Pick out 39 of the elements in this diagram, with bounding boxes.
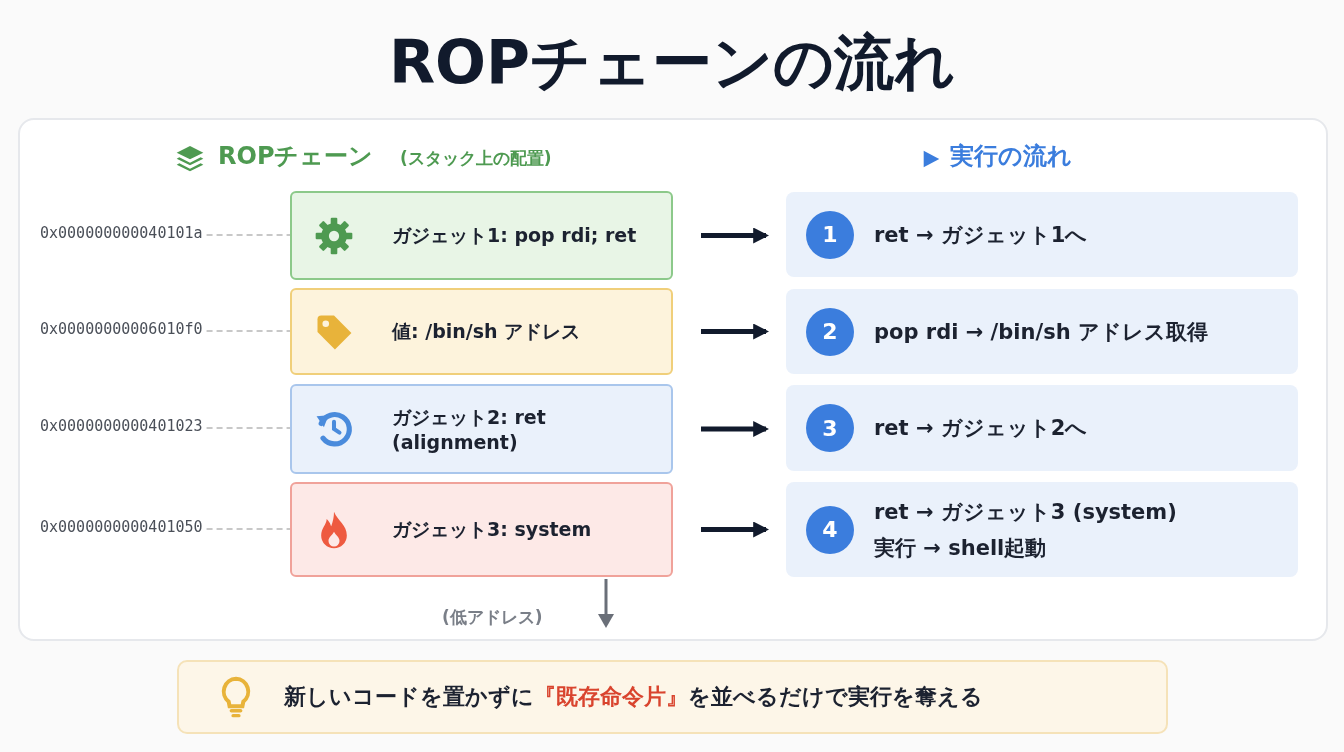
step-label: ret → ガジェット1へ [874, 221, 1088, 249]
column-heading: ROPチェーン [218, 141, 374, 172]
address-label: 0x0000000000401023 [40, 417, 203, 439]
step-box [786, 289, 1298, 374]
title: ROPチェーンの流れ [387, 26, 957, 99]
stack-box [290, 482, 673, 577]
direction-label: (低アドレス) [442, 606, 543, 629]
note-box [177, 660, 1168, 734]
step-number: 2 [806, 307, 854, 356]
dashed-connector [205, 427, 291, 429]
step-box [786, 482, 1298, 577]
box-label: 値: /bin/sh アドレス [392, 318, 581, 344]
address-label: 0x0000000000401050 [40, 518, 203, 540]
step-label: pop rdi → /bin/sh アドレス取得 [874, 318, 1208, 346]
column-subheading: (スタック上の配置) [400, 147, 552, 170]
arrow [701, 421, 770, 437]
address-label: 0x000000000040101a [40, 224, 203, 246]
step-label: ret → ガジェット3 (system) 実行 → shell起動 [874, 498, 1178, 562]
dashed-connector [205, 528, 291, 530]
note-text: 新しいコードを置かずに『既存命令片』を並べるだけで実行を奪える [284, 683, 983, 711]
arrow [701, 227, 770, 244]
arrow [701, 521, 770, 538]
arrow [701, 323, 770, 340]
box-label: ガジェット3: system [392, 516, 592, 542]
dashed-connector [205, 234, 291, 236]
step-number: 3 [806, 404, 854, 452]
step-box [786, 192, 1298, 277]
column-heading: 実行の流れ [950, 141, 1072, 172]
step-box [786, 385, 1298, 471]
stack-box [290, 288, 673, 375]
step-number: 4 [806, 505, 854, 554]
step-label: ret → ガジェット2へ [874, 415, 1088, 442]
dashed-connector [205, 330, 291, 332]
stack-box [290, 191, 673, 280]
address-label: 0x00000000006010f0 [40, 320, 203, 342]
stack-box [290, 384, 673, 474]
step-number: 1 [806, 210, 854, 259]
box-label: ガジェット2: ret (alignment) [392, 405, 547, 453]
box-label: ガジェット1: pop rdi; ret [392, 222, 637, 248]
